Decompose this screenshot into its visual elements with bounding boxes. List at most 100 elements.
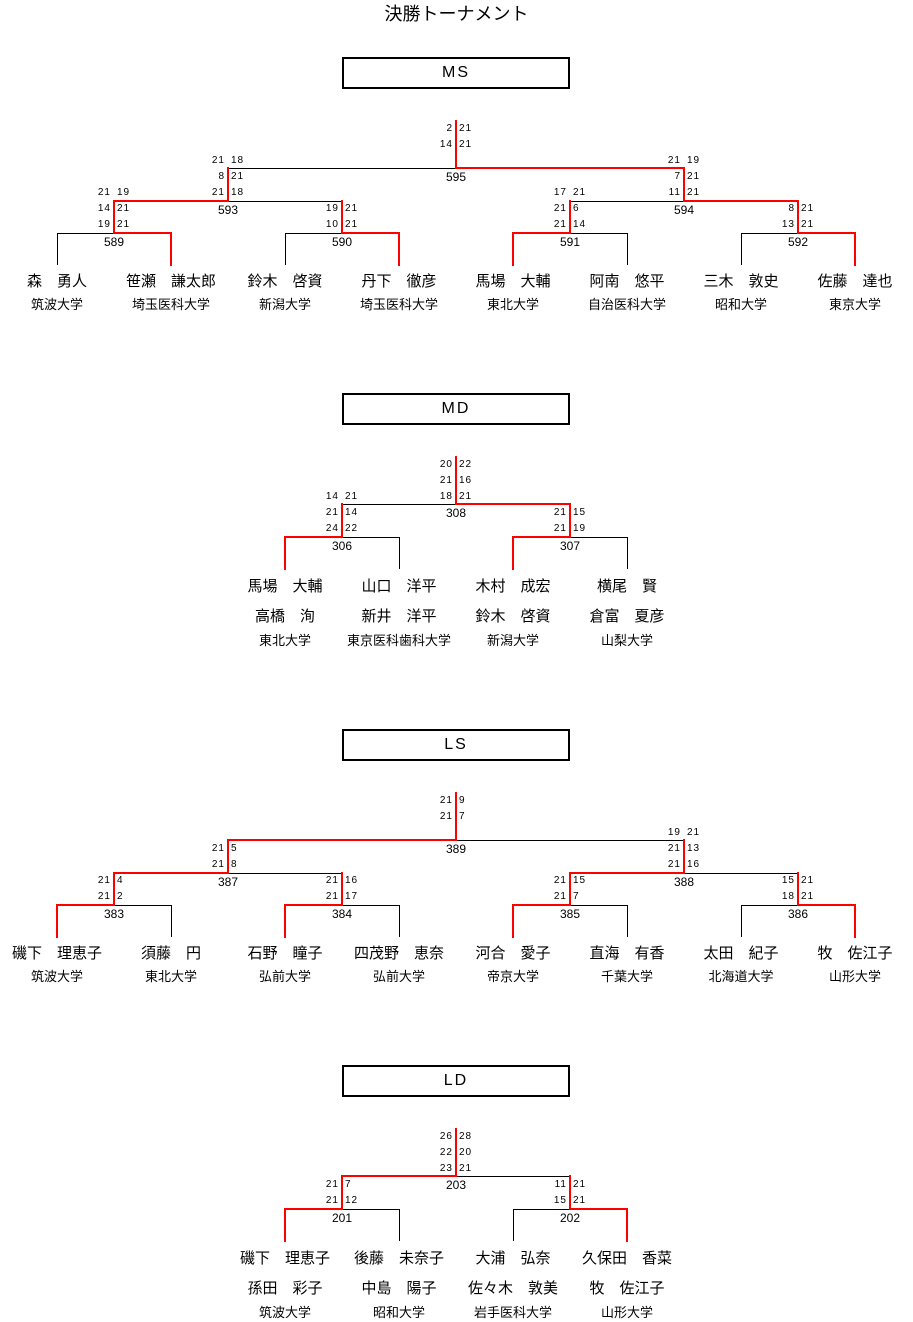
player-name: 太田 紀子 <box>703 945 779 962</box>
player-name: 山口 洋平 <box>361 578 437 595</box>
score-left: 21 <box>439 475 453 486</box>
score-left: 21 <box>97 187 111 198</box>
score-left: 21 <box>325 875 339 886</box>
score-right: 6 <box>573 203 580 214</box>
score-left: 20 <box>439 459 453 470</box>
score-left: 19 <box>325 203 339 214</box>
score-right: 16 <box>687 859 701 870</box>
match-number: 202 <box>559 1211 581 1225</box>
affiliation: 昭和大学 <box>372 1305 425 1320</box>
affiliation: 新潟大学 <box>258 297 311 312</box>
score-right: 21 <box>459 491 473 502</box>
player-name: 磯下 理恵子 <box>239 1250 330 1267</box>
event-title-box: LD <box>342 1065 570 1097</box>
event-title-box: MS <box>342 57 570 89</box>
player-name: 馬場 大輔 <box>475 273 551 290</box>
score-left: 17 <box>553 187 567 198</box>
score-right: 22 <box>345 523 359 534</box>
event-title: LD <box>443 1072 469 1089</box>
player-name: 四茂野 恵奈 <box>353 945 444 962</box>
affiliation: 昭和大学 <box>714 297 767 312</box>
score-left: 7 <box>674 171 681 182</box>
score-right: 21 <box>573 1179 587 1190</box>
score-right: 7 <box>345 1179 352 1190</box>
match-number: 595 <box>445 170 467 184</box>
affiliation: 帝京大学 <box>486 969 539 984</box>
score-right: 2 <box>117 891 124 902</box>
score-left: 2 <box>446 123 453 134</box>
player-name: 牧 佐江子 <box>817 945 893 962</box>
score-right: 21 <box>459 1163 473 1174</box>
score-left: 21 <box>211 187 225 198</box>
score-right: 21 <box>573 1195 587 1206</box>
score-right: 18 <box>231 187 245 198</box>
match-number: 389 <box>445 842 467 856</box>
player-name: 鈴木 啓資 <box>247 273 323 290</box>
match-number: 592 <box>787 235 809 249</box>
score-right: 14 <box>573 219 587 230</box>
player-name: 阿南 悠平 <box>589 273 665 290</box>
affiliation: 筑波大学 <box>30 969 83 984</box>
player-name: 佐藤 達也 <box>817 273 893 290</box>
affiliation: 新潟大学 <box>486 633 539 648</box>
match-number: 383 <box>103 907 125 921</box>
player-name: 孫田 彩子 <box>247 1280 323 1297</box>
score-left: 21 <box>325 891 339 902</box>
player-name: 大浦 弘奈 <box>475 1250 551 1267</box>
score-right: 18 <box>231 155 245 166</box>
score-left: 21 <box>667 843 681 854</box>
score-left: 21 <box>439 795 453 806</box>
score-left: 21 <box>325 1179 339 1190</box>
score-right: 5 <box>231 843 238 854</box>
score-left: 21 <box>97 875 111 886</box>
score-left: 21 <box>553 891 567 902</box>
player-name: 久保田 香菜 <box>581 1250 672 1267</box>
score-right: 21 <box>231 171 245 182</box>
page-title: 決勝トーナメント <box>384 4 529 24</box>
score-right: 20 <box>459 1147 473 1158</box>
affiliation: 埼玉医科大学 <box>359 297 438 312</box>
score-left: 15 <box>781 875 795 886</box>
event-title-box: MD <box>342 393 570 425</box>
score-left: 14 <box>439 139 453 150</box>
score-right: 21 <box>801 203 815 214</box>
match-number: 591 <box>559 235 581 249</box>
score-left: 21 <box>97 891 111 902</box>
match-number: 385 <box>559 907 581 921</box>
score-right: 7 <box>573 891 580 902</box>
score-left: 21 <box>211 859 225 870</box>
player-name: 須藤 円 <box>140 945 201 962</box>
match-number: 384 <box>331 907 353 921</box>
score-right: 15 <box>573 875 587 886</box>
score-left: 21 <box>553 507 567 518</box>
score-right: 19 <box>573 523 587 534</box>
score-right: 13 <box>687 843 701 854</box>
score-left: 14 <box>325 491 339 502</box>
score-left: 8 <box>788 203 795 214</box>
score-right: 21 <box>117 203 131 214</box>
score-right: 17 <box>345 891 359 902</box>
score-right: 21 <box>687 827 701 838</box>
affiliation: 筑波大学 <box>258 1305 311 1320</box>
score-right: 21 <box>459 139 473 150</box>
match-number: 388 <box>673 875 695 889</box>
affiliation: 自治医科大学 <box>587 297 666 312</box>
player-name: 佐々木 敦美 <box>467 1280 558 1297</box>
score-left: 11 <box>554 1179 567 1190</box>
player-name: 新井 洋平 <box>361 608 437 625</box>
affiliation: 山形大学 <box>600 1305 653 1320</box>
score-right: 16 <box>345 875 359 886</box>
event-title: MD <box>441 400 471 417</box>
score-right: 21 <box>573 187 587 198</box>
score-right: 28 <box>459 1131 473 1142</box>
match-number: 387 <box>217 875 239 889</box>
score-right: 21 <box>801 875 815 886</box>
score-right: 21 <box>345 491 359 502</box>
score-left: 19 <box>667 827 681 838</box>
player-name: 高橋 洵 <box>254 608 315 625</box>
event-title: MS <box>442 64 470 81</box>
score-left: 21 <box>553 203 567 214</box>
affiliation: 山形大学 <box>828 969 881 984</box>
score-left: 19 <box>97 219 111 230</box>
